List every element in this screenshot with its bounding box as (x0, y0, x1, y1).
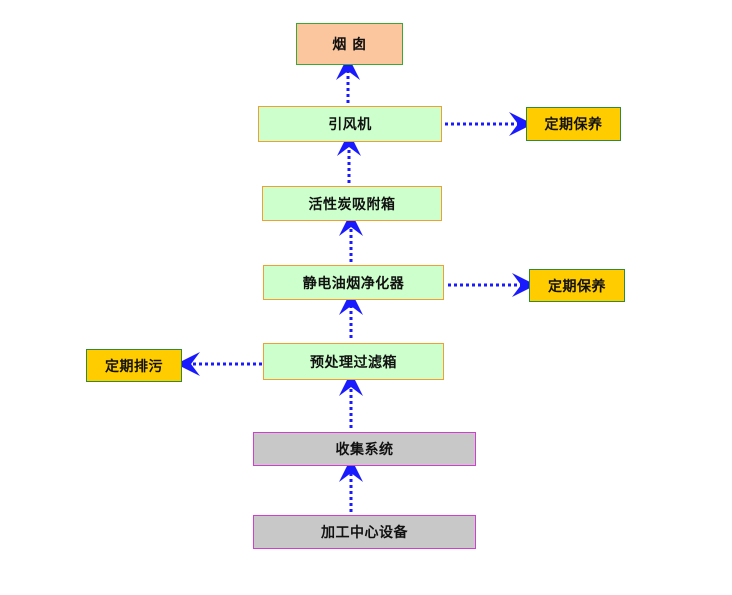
pretreatment-filter-box-node: 预处理过滤箱 (263, 343, 444, 380)
chimney-node: 烟 囱 (296, 23, 403, 65)
machining-center-node: 加工中心设备 (253, 515, 476, 549)
drain-box-prefilter: 定期排污 (86, 349, 182, 382)
activated-carbon-box-node: 活性炭吸附箱 (262, 186, 442, 221)
induced-draft-fan-node: 引风机 (258, 106, 442, 142)
maintenance-box-fan: 定期保养 (526, 107, 621, 141)
collection-system-node: 收集系统 (253, 432, 476, 466)
electrostatic-purifier-node: 静电油烟净化器 (263, 265, 444, 300)
maintenance-box-purifier: 定期保养 (529, 269, 625, 302)
